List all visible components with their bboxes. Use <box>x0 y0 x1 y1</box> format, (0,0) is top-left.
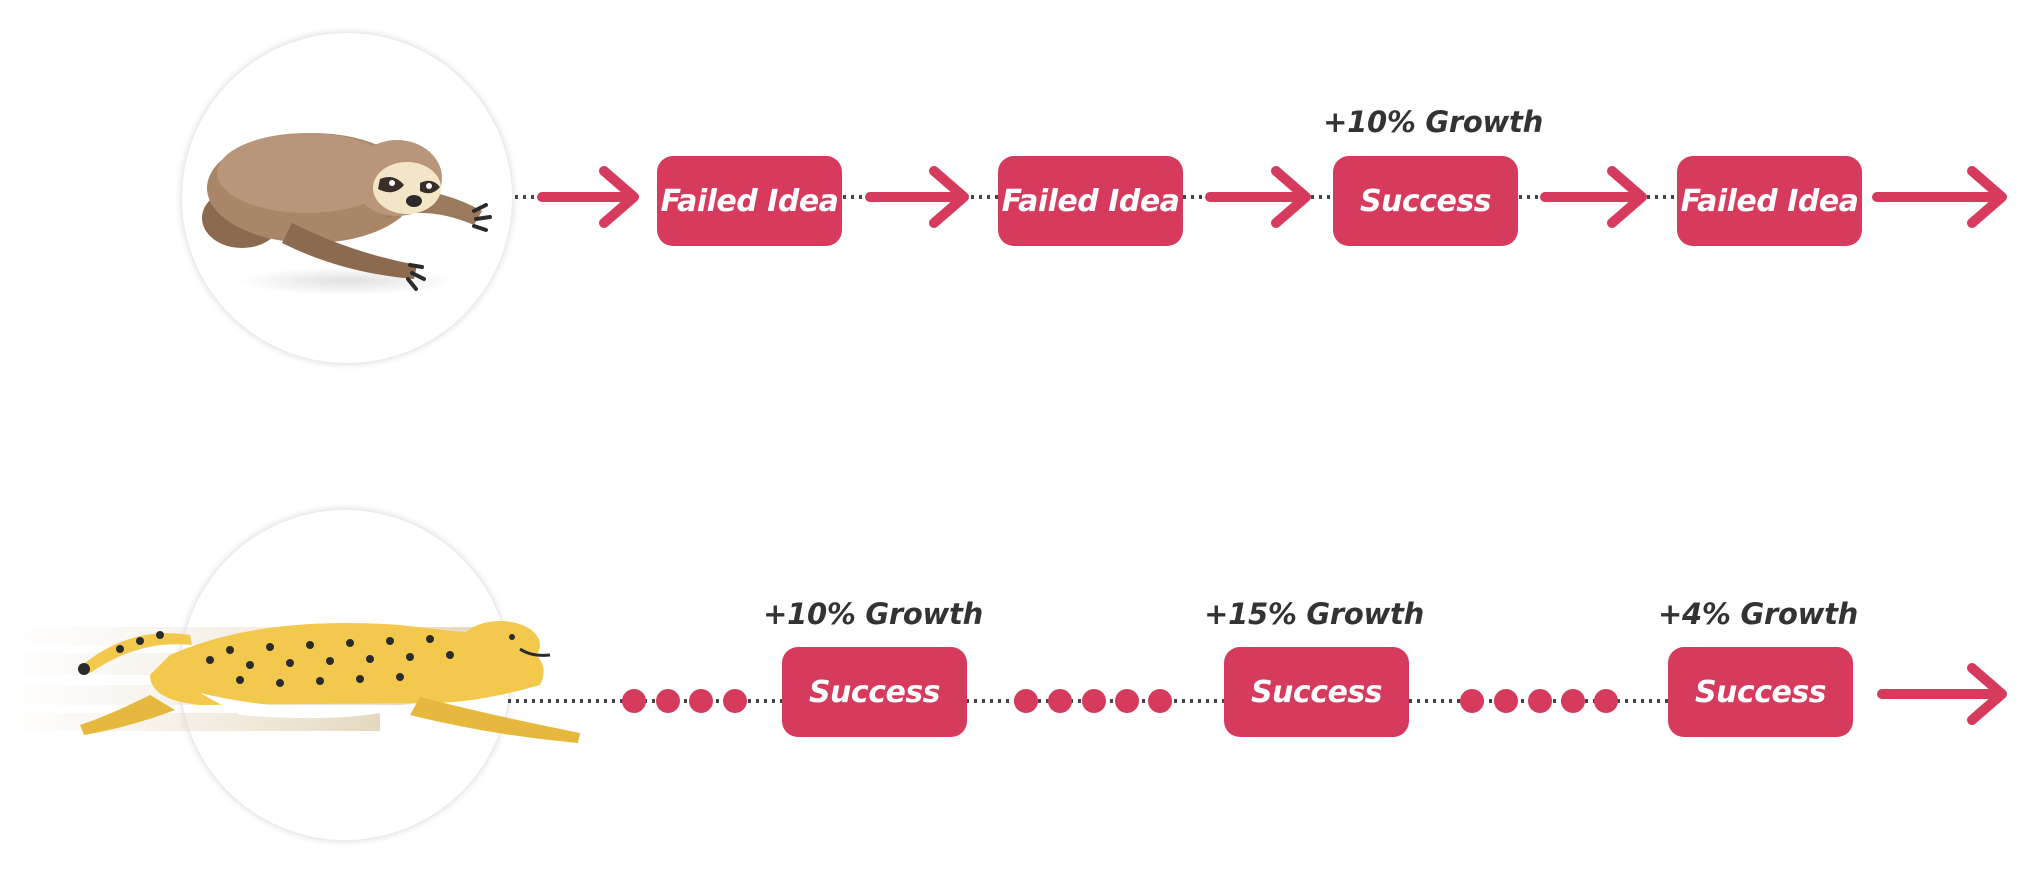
step-box-failed-idea: Failed Idea <box>657 156 842 246</box>
momentum-dots <box>622 689 747 713</box>
step-box-success: Success <box>1668 647 1853 737</box>
step-box-success: Success <box>1224 647 1409 737</box>
arrow <box>537 166 639 228</box>
step-box-success: Success <box>782 647 967 737</box>
growth-label: +4% Growth <box>1658 597 1858 631</box>
sloth-avatar <box>182 33 512 363</box>
momentum-dots <box>1460 689 1618 713</box>
step-box-failed-idea: Failed Idea <box>1677 156 1862 246</box>
step-box-failed-idea: Failed Idea <box>998 156 1183 246</box>
step-box-success: Success <box>1333 156 1518 246</box>
momentum-dots <box>1014 689 1172 713</box>
arrow <box>1877 663 2007 725</box>
cheetah-illustration <box>0 621 580 743</box>
arrow <box>1540 166 1647 228</box>
sloth-illustration <box>202 133 492 295</box>
arrow <box>1872 166 2007 228</box>
arrow <box>865 166 969 228</box>
growth-label: +15% Growth <box>1204 597 1424 631</box>
arrow <box>1205 166 1311 228</box>
growth-label: +10% Growth <box>1323 105 1543 139</box>
growth-label: +10% Growth <box>763 597 983 631</box>
